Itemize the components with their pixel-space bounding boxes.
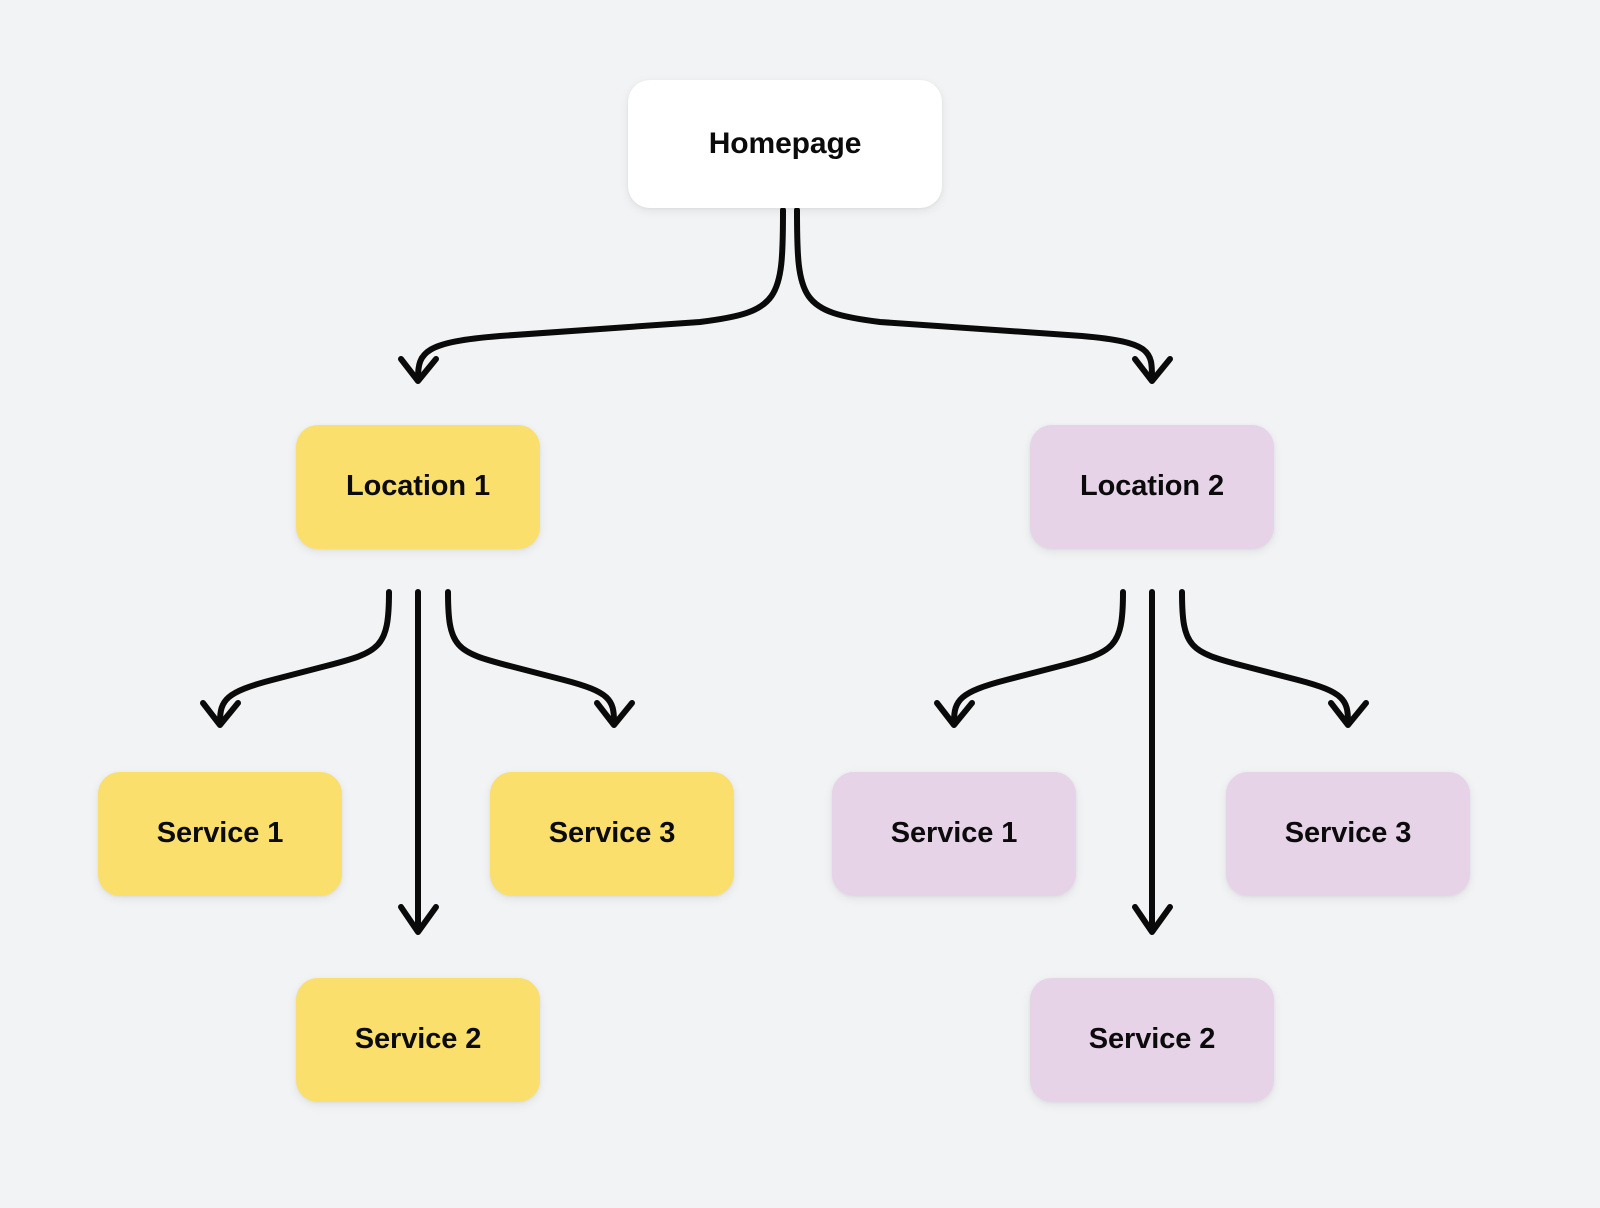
node-location-1-service-1-label: Service 1 xyxy=(156,817,284,850)
edge-location-2-to-service-1 xyxy=(934,589,1126,728)
edge-location-2-to-service-3 xyxy=(1179,589,1369,728)
edge-location-1-to-service-3 xyxy=(445,589,635,728)
edge-location-1-to-service-2 xyxy=(398,589,439,935)
edge-location-1-to-service-1 xyxy=(200,589,392,728)
node-location-1-service-3[interactable]: Service 3 xyxy=(490,772,734,896)
node-location-2-service-3-label: Service 3 xyxy=(1284,817,1412,850)
node-homepage-label: Homepage xyxy=(708,126,862,160)
node-location-2[interactable]: Location 2 xyxy=(1030,425,1274,549)
node-location-2-service-2[interactable]: Service 2 xyxy=(1030,978,1274,1102)
node-location-1-service-2[interactable]: Service 2 xyxy=(296,978,540,1102)
node-location-1-service-1[interactable]: Service 1 xyxy=(98,772,342,896)
edge-location-2-to-service-2 xyxy=(1132,589,1173,935)
edge-homepage-to-location-2 xyxy=(794,207,1173,384)
node-location-2-service-1[interactable]: Service 1 xyxy=(832,772,1076,896)
node-homepage[interactable]: Homepage xyxy=(628,80,942,208)
node-location-2-label: Location 2 xyxy=(1079,470,1224,503)
node-location-1-label: Location 1 xyxy=(345,470,490,503)
node-location-2-service-3[interactable]: Service 3 xyxy=(1226,772,1470,896)
node-location-1-service-3-label: Service 3 xyxy=(548,817,676,850)
node-location-1[interactable]: Location 1 xyxy=(296,425,540,549)
node-location-2-service-2-label: Service 2 xyxy=(1088,1023,1216,1056)
node-location-1-service-2-label: Service 2 xyxy=(354,1023,482,1056)
edge-homepage-to-location-1 xyxy=(398,207,786,384)
node-location-2-service-1-label: Service 1 xyxy=(890,817,1018,850)
